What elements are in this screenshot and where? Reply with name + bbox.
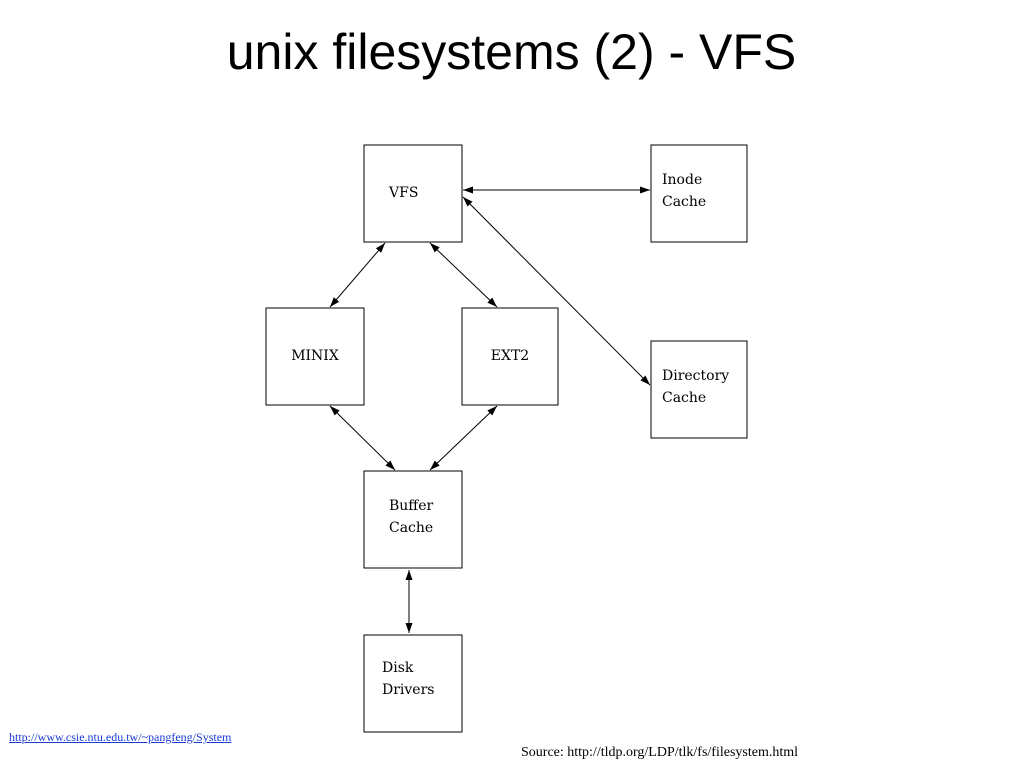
edges-layer <box>329 186 651 633</box>
slide-title: unix filesystems (2) - VFS <box>226 24 797 80</box>
edge-vfs-to-directory-cache <box>462 196 651 386</box>
node-box-ext2 <box>461 307 559 406</box>
node-label-line: Directory <box>662 368 729 384</box>
node-label-line: EXT2 <box>491 348 529 364</box>
edge-minix-to-buffer-cache <box>329 405 396 471</box>
node-label-line: Buffer <box>389 498 434 514</box>
footer-link[interactable]: http://www.csie.ntu.edu.tw/~pangfeng/Sys… <box>9 730 232 744</box>
node-box-disk-drivers <box>363 634 463 733</box>
node-label-line: Cache <box>389 520 433 536</box>
node-box-buffer-cache <box>363 470 463 569</box>
node-box-inode-cache <box>650 144 748 243</box>
node-label-line: Drivers <box>382 682 434 698</box>
edge-vfs-to-minix <box>329 242 386 308</box>
node-label-ext2: EXT2 <box>491 348 529 364</box>
node-ext2: EXT2 <box>461 307 559 406</box>
node-label-minix: MINIX <box>291 348 339 364</box>
node-label-line: Inode <box>662 172 702 188</box>
edge-ext2-to-buffer-cache <box>429 405 498 471</box>
node-label-vfs: VFS <box>388 185 418 201</box>
edge-vfs-to-ext2 <box>429 242 498 308</box>
source-note: Source: http://tldp.org/LDP/tlk/fs/files… <box>521 745 799 760</box>
node-label-line: MINIX <box>291 348 339 364</box>
node-label-line: Cache <box>662 194 706 210</box>
node-box-directory-cache <box>650 340 748 439</box>
node-vfs: VFS <box>363 144 463 243</box>
node-box-minix <box>265 307 365 406</box>
node-label-line: Cache <box>662 390 706 406</box>
node-label-line: VFS <box>388 185 418 201</box>
node-minix: MINIX <box>265 307 365 406</box>
node-label-line: Disk <box>382 660 414 676</box>
node-box-vfs <box>363 144 463 243</box>
